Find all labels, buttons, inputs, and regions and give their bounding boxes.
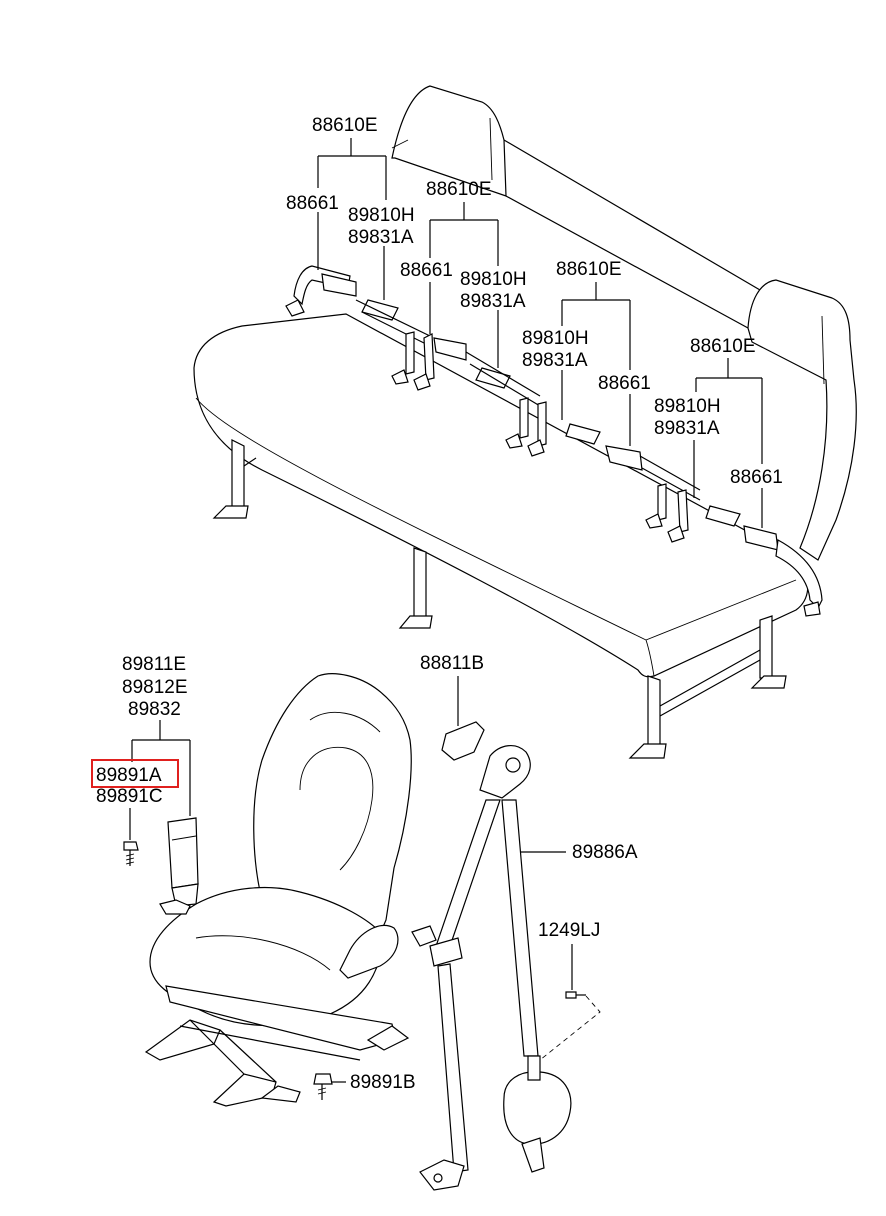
callout-89831a: 89831A (654, 418, 720, 439)
belt-webbing-upper (433, 799, 501, 953)
belt-webbing-retractor (501, 799, 539, 1057)
callout-88661: 88661 (730, 467, 783, 488)
callout-89831a: 89831A (348, 227, 414, 248)
bench-leg (413, 547, 427, 619)
rear-buckle-tongue (705, 505, 741, 527)
rear-buckle-tongue (361, 299, 399, 321)
lap-anchor (419, 1159, 465, 1191)
seat-mount-bracket (212, 1073, 277, 1107)
callout-88610e: 88610E (690, 336, 756, 357)
rear-buckle-cover (433, 337, 467, 361)
belt-guide (429, 937, 463, 967)
recliner-lever (339, 924, 399, 979)
rear-buckle-cover (605, 445, 643, 471)
seat-belt-buckle-89891a (123, 817, 199, 915)
callout-88661: 88661 (286, 193, 339, 214)
belt-webbing-lap (437, 963, 469, 1173)
bolt-1249lj (565, 991, 577, 999)
belt-retractor (503, 1071, 572, 1145)
rear-bench-seat (193, 85, 857, 759)
callout-89831a: 89831A (522, 350, 588, 371)
bolt-89891b (313, 1073, 333, 1085)
callout-89812e: 89812E (122, 677, 188, 698)
left-headrest (391, 85, 507, 197)
callout-labels: 88610E 88661 89810H 89831A 88610E 88661 … (91, 115, 783, 1093)
callout-89891b: 89891B (350, 1072, 416, 1093)
d-ring-anchor (479, 745, 531, 799)
leader-lines (129, 138, 763, 1083)
callout-89886a: 89886A (572, 842, 638, 863)
callout-89891a: 89891A (96, 765, 162, 786)
bench-leg (231, 439, 245, 509)
rear-belt-assemblies (285, 265, 823, 617)
right-headrest (747, 279, 857, 561)
front-seat-belt-89886a (313, 721, 601, 1191)
bench-leg (647, 675, 661, 747)
callout-89891c: 89891C (96, 786, 163, 807)
callout-89810h: 89810H (654, 396, 721, 417)
callout-88610e: 88610E (426, 179, 492, 200)
callout-88811b: 88811B (420, 653, 484, 674)
bolt-89891c (123, 841, 139, 851)
highlight-box (91, 759, 179, 788)
callout-1249lj: 1249LJ (538, 920, 600, 941)
shoulder-anchor-cover-88811b (441, 721, 485, 761)
front-seat (144, 673, 412, 1107)
callout-88610e: 88610E (312, 115, 378, 136)
callout-89811e: 89811E (122, 654, 186, 675)
rear-buckle-tongue (565, 423, 601, 445)
callout-89832: 89832 (128, 699, 181, 720)
buckle-body (167, 817, 199, 889)
callout-89831a: 89831A (460, 291, 526, 312)
callout-89810h: 89810H (348, 205, 415, 226)
callout-89810h: 89810H (460, 269, 527, 290)
callout-88610e: 88610E (556, 259, 622, 280)
callout-88661: 88661 (598, 373, 651, 394)
callout-89810h: 89810H (522, 328, 589, 349)
callout-88661: 88661 (400, 260, 453, 281)
bench-cushion (193, 313, 809, 678)
rear-buckle-cover (321, 273, 357, 297)
front-seat-backrest (253, 673, 412, 935)
bench-leg (759, 615, 773, 679)
